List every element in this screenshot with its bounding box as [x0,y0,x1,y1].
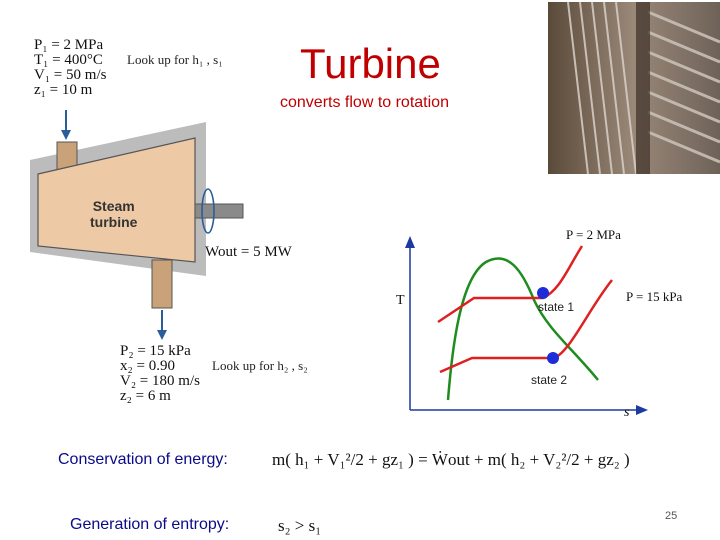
turbine-blades-photo [548,2,720,174]
work-output: Wout = 5 MW [205,244,292,261]
slide-title: Turbine [300,40,441,88]
inlet-temperature: T₁ = 400°C [34,53,106,68]
outlet-elevation: z₂ = 6 m [120,389,200,404]
inlet-lookup-note: Look up for h₁ , s₁ [127,52,223,68]
outlet-quality: x₂ = 0.90 [120,359,200,374]
entropy-label: Generation of entropy: [70,516,229,534]
isobar-low-label: P = 15 kPa [626,289,682,305]
outlet-pressure: P₂ = 15 kPa [120,344,200,359]
inlet-elevation: z₁ = 10 m [34,83,106,98]
turbine-label: Steam turbine [90,198,137,230]
inlet-properties: P₁ = 2 MPa T₁ = 400°C V₁ = 50 m/s z₁ = 1… [34,38,106,98]
energy-equation: m( h₁ + V₁²/2 + gz₁ ) = Ẇout + m( h₂ + V… [272,450,630,470]
inlet-velocity: V₁ = 50 m/s [34,68,106,83]
turbine-label-line1: Steam [90,198,137,214]
outlet-lookup-note: Look up for h₂ , s₂ [212,358,308,374]
state2-label: state 2 [531,373,567,387]
isobar-high-label: P = 2 MPa [566,227,621,243]
ts-diagram [400,230,700,420]
state1-label: state 1 [538,300,574,314]
outlet-velocity: V₂ = 180 m/s [120,374,200,389]
energy-label: Conservation of energy: [58,451,228,469]
x-axis-label: s [624,405,629,421]
entropy-inequality: s₂ > s₁ [278,516,321,536]
outlet-properties: P₂ = 15 kPa x₂ = 0.90 V₂ = 180 m/s z₂ = … [120,344,200,404]
inlet-pressure: P₁ = 2 MPa [34,38,106,53]
turbine-label-line2: turbine [90,214,137,230]
slide-number: 25 [665,510,677,522]
y-axis-label: T [396,293,405,309]
